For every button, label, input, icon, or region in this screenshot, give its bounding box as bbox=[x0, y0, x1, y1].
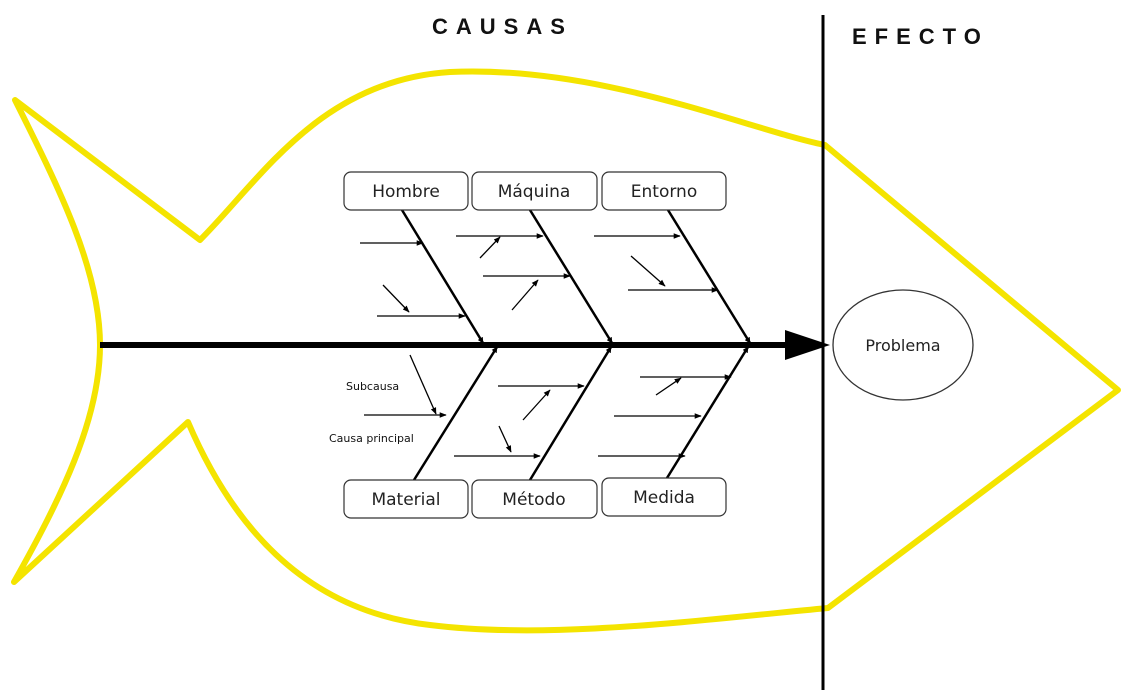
category-label-material: Material bbox=[371, 490, 440, 510]
category-box-maquina: Máquina bbox=[471, 171, 598, 211]
subcause-arrow bbox=[630, 255, 666, 287]
category-label-medida: Medida bbox=[633, 488, 695, 508]
category-label-entorno: Entorno bbox=[631, 182, 697, 202]
category-box-material: Material bbox=[343, 479, 469, 519]
category-box-metodo: Método bbox=[471, 479, 598, 519]
main-cause-line-material bbox=[412, 346, 499, 481]
subcause-arrow bbox=[511, 279, 539, 311]
category-box-entorno: Entorno bbox=[601, 171, 727, 211]
main-cause-line-maquina bbox=[528, 209, 614, 344]
main-cause-line-hombre bbox=[400, 209, 485, 344]
subcause-arrow bbox=[479, 236, 501, 259]
effect-heading: EFECTO bbox=[852, 24, 989, 49]
category-label-metodo: Método bbox=[502, 490, 565, 510]
effect-ellipse bbox=[832, 289, 974, 401]
subcause-arrows-top bbox=[360, 233, 719, 319]
subcause-arrows-bottom bbox=[364, 354, 732, 459]
main-cause-line-entorno bbox=[666, 209, 752, 344]
category-label-maquina: Máquina bbox=[498, 182, 571, 202]
subcause-arrow bbox=[382, 284, 410, 313]
main-cause-line-metodo bbox=[528, 346, 613, 481]
subcause-label: Subcausa bbox=[346, 380, 399, 393]
effect-node: Problema bbox=[832, 289, 974, 401]
category-box-hombre: Hombre bbox=[343, 171, 469, 211]
main-cause-label: Causa principal bbox=[329, 432, 414, 445]
spine-arrowhead bbox=[785, 330, 830, 360]
fish-outline bbox=[11, 68, 1121, 634]
subcause-arrow bbox=[498, 425, 512, 453]
effect-label: Problema bbox=[865, 336, 940, 355]
subcause-arrow bbox=[409, 354, 437, 415]
subcause-arrow bbox=[522, 389, 551, 421]
causes-heading: CAUSAS bbox=[432, 14, 573, 39]
category-label-hombre: Hombre bbox=[372, 182, 440, 202]
category-box-medida: Medida bbox=[601, 477, 727, 517]
subcause-arrow bbox=[655, 377, 682, 396]
main-cause-line-medida bbox=[665, 346, 750, 479]
